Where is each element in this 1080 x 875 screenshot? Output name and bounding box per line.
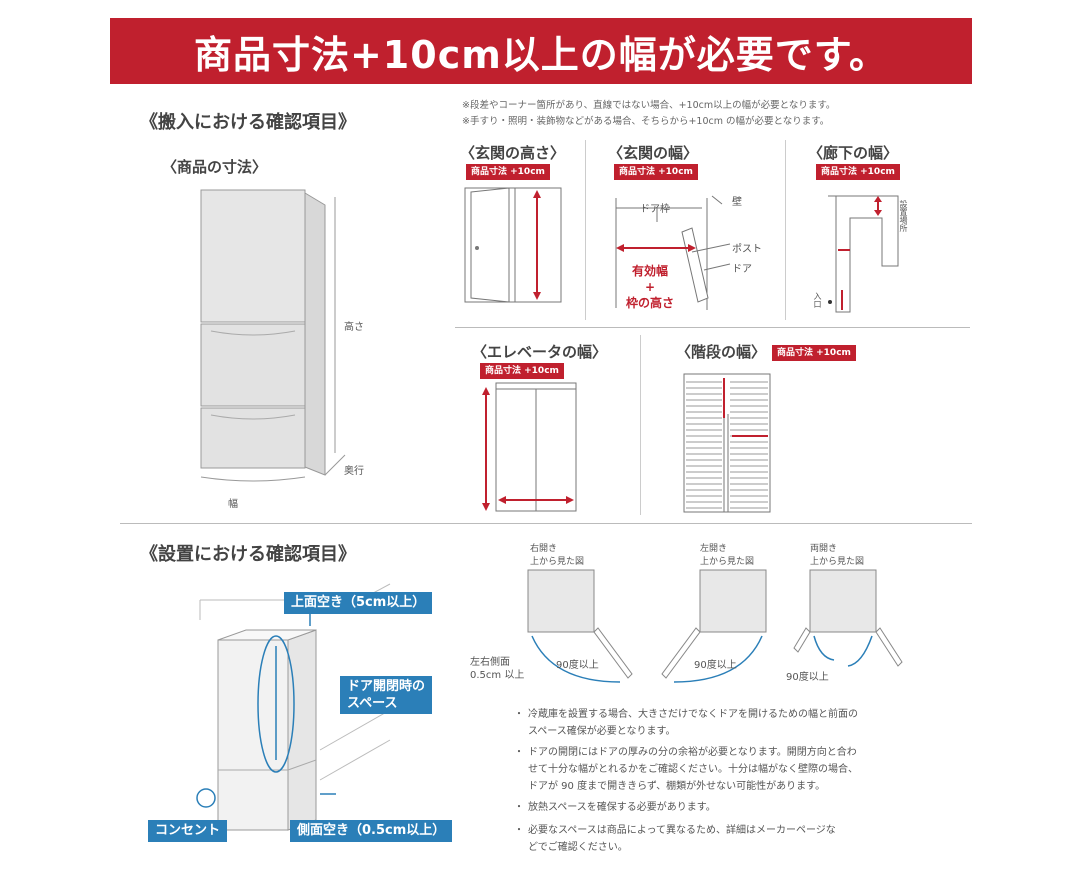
entrance-height-title: 〈玄関の高さ〉 (460, 144, 566, 162)
delivery-note-1: ※段差やコーナー箇所があり、直線ではない場合、+10cm以上の幅が必要となります… (462, 100, 836, 111)
door-label: ドア (732, 264, 752, 275)
divider (640, 335, 641, 515)
dim-depth-label: 奥行 (344, 466, 364, 477)
elevator-width-title: 〈エレベータの幅〉 (472, 343, 608, 361)
post-label: ポスト (732, 244, 762, 255)
door-frame-label: ドア枠 (640, 204, 670, 215)
hallway-width-title: 〈廊下の幅〉 (808, 144, 899, 162)
left-open-angle: 90度以上 (694, 660, 737, 671)
product-dims-title: 〈商品の寸法〉 (162, 158, 268, 176)
divider (455, 327, 970, 328)
bullet-item-1: ・ 冷蔵庫を設置する場合、大きさだけでなくドアを開けるための幅と前面の スペース… (514, 709, 858, 737)
entrance-width-tag: 商品寸法 +10cm (614, 164, 698, 180)
bullet-item-2: ・ ドアの開閉にはドアの厚みの分の余裕が必要となります。開閉方向と合わ せて十分… (514, 747, 858, 792)
entrance-height-tag: 商品寸法 +10cm (466, 164, 550, 180)
right-open-angle: 90度以上 (556, 660, 599, 671)
hallway-width-tag: 商品寸法 +10cm (816, 164, 900, 180)
dim-height-label: 高さ (344, 322, 364, 333)
double-open-angle: 90度以上 (786, 672, 829, 683)
bullet-item-4: ・ 必要なスペースは商品によって異なるため、詳細はメーカーページな どでご確認く… (514, 825, 836, 853)
right-open-diagram (527, 569, 633, 683)
delivery-note-2: ※手すり・照明・装飾物などがある場合、そちらから+10cm の幅が必要となります… (462, 116, 830, 127)
installation-section-title: 《設置における確認項目》 (140, 544, 356, 565)
double-open-diagram (793, 569, 903, 667)
fridge-illustration (200, 189, 346, 482)
entrance-width-title: 〈玄関の幅〉 (608, 144, 699, 162)
entrance-height-diagram (464, 187, 562, 303)
entrance-width-diagram (615, 195, 731, 310)
stairs-width-title: 〈階段の幅〉 (676, 343, 767, 361)
stairs-width-tag: 商品寸法 +10cm (772, 345, 856, 361)
side-clearance-label: 側面空き（0.5cm以上） (290, 820, 453, 842)
fridge-installation-illustration (196, 583, 391, 831)
divider (785, 140, 786, 320)
divider (585, 140, 586, 320)
dim-width-label: 幅 (228, 499, 238, 510)
outlet-label: コンセント (148, 820, 228, 842)
effective-width-label: 有効幅 + 枠の高さ (625, 264, 674, 310)
left-open-title: 左開き 上から見た図 (700, 544, 755, 567)
elevator-diagram (482, 382, 577, 512)
delivery-section-title: 《搬入における確認項目》 (140, 112, 356, 133)
side-note-label: 左右側面 0.5cm 以上 (470, 657, 525, 681)
wall-label: 壁 (732, 197, 742, 208)
entrance-label: 入口 (813, 292, 822, 308)
elevator-width-tag: 商品寸法 +10cm (480, 363, 564, 379)
right-open-title: 右開き 上から見た図 (530, 544, 585, 567)
left-open-diagram (661, 569, 767, 683)
stairs-diagram (683, 373, 771, 513)
top-clearance-label: 上面空き（5cm以上） (284, 592, 433, 614)
door-space-label: ドア開閉時の スペース (340, 676, 433, 714)
bullet-item-3: ・ 放熱スペースを確保する必要があります。 (514, 802, 716, 813)
install-place-label: 設置場所 (899, 200, 908, 232)
page-title-banner: 商品寸法+10cm以上の幅が必要です。 (110, 18, 972, 84)
double-open-title: 両開き 上から見た図 (810, 544, 865, 567)
section-divider (120, 523, 972, 524)
hallway-diagram (828, 195, 899, 313)
